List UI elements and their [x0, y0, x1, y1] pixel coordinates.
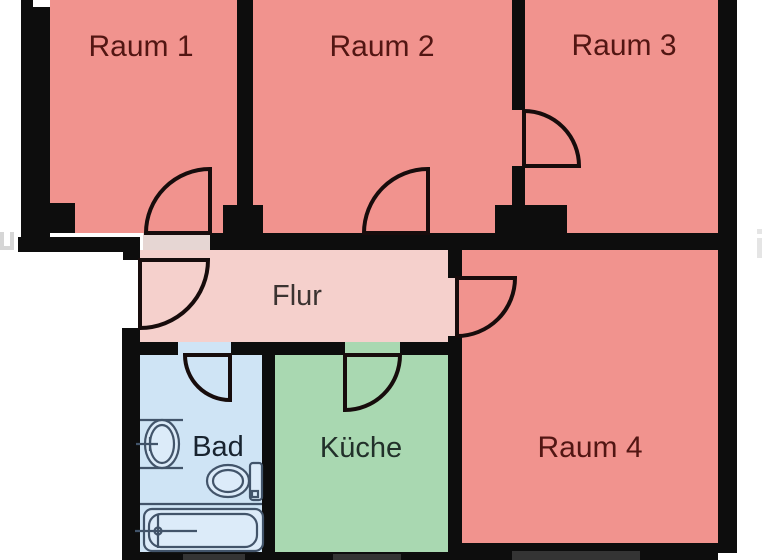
walls: [18, 0, 737, 560]
wall-horizontal-main: [210, 233, 720, 250]
wall-outer-left-top: [21, 0, 50, 250]
toilet-handle: [250, 489, 260, 499]
wall-flur-bottom-mid: [231, 342, 345, 355]
label-raum3: Raum 3: [571, 29, 676, 62]
wall-divider-raum2-raum3: [512, 0, 525, 110]
edge-watermark-right-dot: [757, 229, 762, 234]
door-arc-entry: [138, 258, 211, 331]
wall-outer-dogleg: [18, 237, 123, 252]
label-kueche: Küche: [320, 432, 402, 464]
door-opening-raum1: [143, 233, 210, 250]
door-opening-bad: [178, 342, 231, 355]
wall-pier-raum2-raum3: [495, 205, 567, 233]
wall-kueche-raum4: [448, 336, 462, 552]
door-arc-bad: [182, 353, 232, 403]
bathtub-tap-cross: [135, 514, 197, 548]
wall-outer-left-bottom: [122, 328, 140, 554]
door-opening-raum3: [512, 110, 525, 166]
wall-bottom-strip: [122, 552, 448, 560]
door-opening-kueche: [345, 342, 400, 355]
wall-pier-raum1-raum2: [223, 205, 263, 233]
sink-tap: [136, 437, 158, 451]
toilet-bowl-inner: [211, 468, 245, 494]
edge-watermark-right-stem: [757, 238, 762, 258]
edge-watermark-left: [0, 232, 14, 250]
window-bad: [183, 554, 245, 560]
door-arc-raum3: [522, 108, 582, 168]
wall-divider-bad-kueche: [262, 355, 275, 552]
window-raum4: [512, 551, 640, 560]
bathtub-icon: [135, 507, 265, 553]
wall-flur-bottom-right: [400, 342, 448, 355]
door-arc-kueche: [343, 353, 403, 413]
window-kueche: [333, 554, 401, 560]
windows: [33, 0, 640, 560]
room-labels: Raum 1 Raum 2 Raum 3 Flur Bad Küche Raum…: [88, 29, 676, 464]
wall-flur-raum4-top: [448, 250, 462, 278]
door-arc-raum1: [143, 166, 212, 235]
bathtub-drain: [153, 526, 163, 536]
wall-outer-right: [718, 0, 737, 553]
doors: [138, 108, 582, 413]
label-raum4: Raum 4: [537, 431, 642, 464]
label-raum2: Raum 2: [329, 30, 434, 63]
toilet-icon: [205, 461, 264, 502]
door-arc-raum2: [361, 166, 430, 235]
wall-flur-bottom-left: [140, 342, 178, 355]
window-raum1: [33, 0, 50, 7]
sink-icon: [136, 418, 183, 470]
bath-fixtures: [135, 418, 265, 553]
door-arc-raum4: [455, 276, 518, 339]
label-flur: Flur: [272, 280, 322, 312]
label-raum1: Raum 1: [88, 30, 193, 63]
label-bad: Bad: [192, 431, 244, 463]
wall-entry-jamb: [123, 237, 140, 260]
wall-divider-raum1-raum2: [237, 0, 253, 233]
edge-artifacts: [0, 229, 762, 258]
room-area-raum3: [525, 0, 718, 233]
wall-divider-raum2-raum3-low: [512, 166, 525, 205]
wall-pier-raum1: [50, 203, 75, 233]
